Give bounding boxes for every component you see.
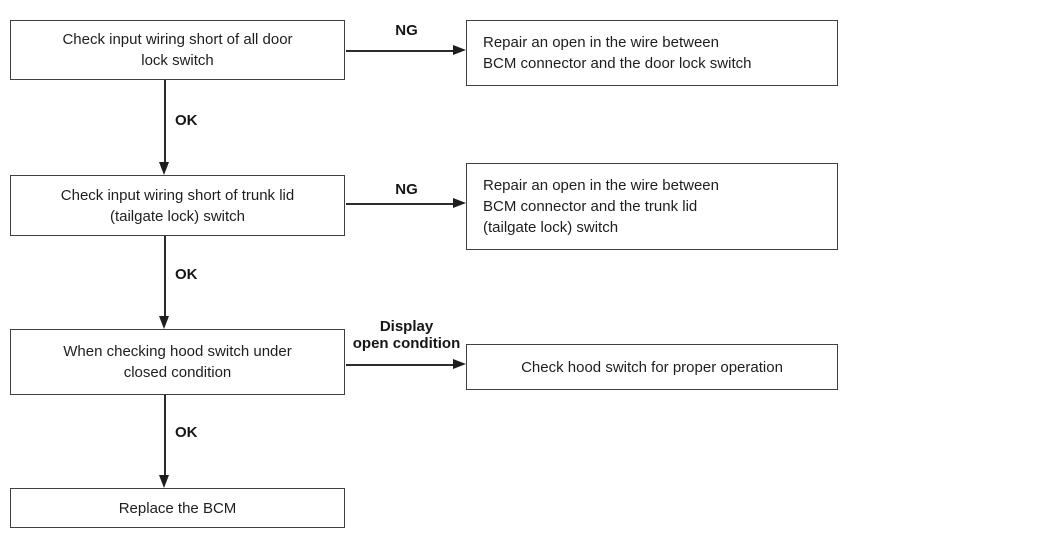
arrowhead-down-ok-2-icon — [159, 316, 169, 329]
edge-label-ng-1: NG — [395, 22, 418, 39]
edge-line-display-open — [346, 364, 454, 366]
edge-line-ok-2 — [164, 236, 166, 317]
edge-line-ng-1 — [346, 50, 454, 52]
edge-line-ok-1 — [164, 80, 166, 163]
node-repair-door-lock-wire-text: Repair an open in the wire between BCM c… — [483, 34, 752, 72]
edge-label-ok-2: OK — [175, 266, 198, 283]
arrowhead-right-display-open-icon — [453, 359, 466, 369]
node-check-door-lock-switch: Check input wiring short of all door loc… — [10, 20, 345, 80]
edge-label-ng-2: NG — [395, 181, 418, 198]
edge-label-ok-3: OK — [175, 424, 198, 441]
arrowhead-down-ok-1-icon — [159, 162, 169, 175]
node-check-trunk-lid-switch: Check input wiring short of trunk lid (t… — [10, 175, 345, 236]
node-replace-bcm: Replace the BCM — [10, 488, 345, 528]
node-check-hood-switch-operation-text: Check hood switch for proper operation — [521, 358, 783, 376]
node-check-hood-switch-closed: When checking hood switch under closed c… — [10, 329, 345, 395]
arrowhead-right-ng-2-icon — [453, 198, 466, 208]
edge-label-ok-1: OK — [175, 112, 198, 129]
node-check-trunk-lid-switch-text: Check input wiring short of trunk lid (t… — [60, 186, 295, 225]
arrowhead-down-ok-3-icon — [159, 475, 169, 488]
node-repair-trunk-lid-wire-text: Repair an open in the wire between BCM c… — [483, 177, 719, 236]
node-repair-trunk-lid-wire: Repair an open in the wire between BCM c… — [466, 163, 838, 250]
node-check-hood-switch-closed-text: When checking hood switch under closed c… — [63, 343, 292, 381]
edge-line-ng-2 — [346, 203, 454, 205]
node-check-hood-switch-operation: Check hood switch for proper operation — [466, 344, 838, 390]
edge-label-display-open-condition: Display open condition — [352, 318, 461, 352]
node-replace-bcm-text: Replace the BCM — [118, 499, 237, 517]
node-repair-door-lock-wire: Repair an open in the wire between BCM c… — [466, 20, 838, 86]
edge-line-ok-3 — [164, 395, 166, 476]
node-check-door-lock-switch-text: Check input wiring short of all door loc… — [62, 31, 293, 69]
arrowhead-right-ng-1-icon — [453, 45, 466, 55]
